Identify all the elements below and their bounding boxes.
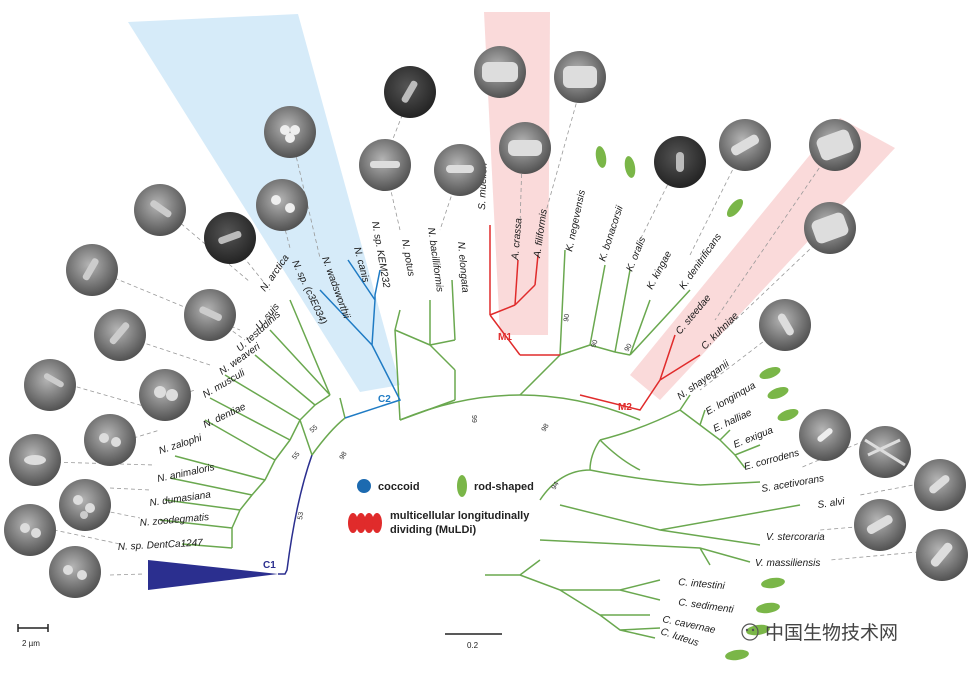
watermark: 中国生物技术网 [741,622,898,644]
svg-text:0.2: 0.2 [467,641,479,650]
micrograph-image [809,119,861,171]
clade-label-m2: M2 [618,402,632,413]
taxon-label: C. intestini [678,577,726,592]
taxon-label: A. crassa [510,217,525,261]
micrograph-image [759,299,811,351]
wechat-icon [741,623,759,641]
micrograph-image [854,499,906,551]
svg-text:90: 90 [563,313,571,322]
taxon-label: N. elongata [455,241,470,293]
micrographs [4,46,968,598]
taxon-label: N. bacilliformis [425,227,445,293]
taxon-label: S. acetivorans [761,473,825,495]
micrograph-image [84,414,136,466]
legend-rod: rod-shaped [474,481,534,493]
watermark-text: 中国生物技术网 [765,622,898,644]
svg-text:90: 90 [624,343,634,353]
taxon-label: N. sp. DentCa1247 [118,538,204,553]
micrograph-image [94,309,146,361]
micrograph-image [59,479,111,531]
taxon-label: K. kingae [645,249,674,291]
scale-bar-tree: 0.2 [445,633,502,650]
taxon-label: S. alvi [817,496,846,511]
c2-subtree: C2 [319,259,402,419]
micrograph-image [204,212,256,264]
micrograph-image [384,66,436,118]
micrograph-image [139,369,191,421]
svg-text:55: 55 [309,424,320,434]
micrograph-image [66,244,118,296]
micrograph-image [359,139,411,191]
coccoid-swatch [357,479,371,493]
svg-text:53: 53 [297,511,305,520]
svg-text:2 µm: 2 µm [22,639,40,648]
svg-text:94: 94 [551,481,561,491]
muldi-swatch [348,513,382,533]
c1-collapsed-triangle [148,560,278,590]
taxon-label: K. bonacorsii [597,204,626,263]
taxon-label: N. dumasiana [149,489,212,509]
taxon-label: N. zoodegmatis [139,512,209,529]
clade-label-c1: C1 [263,560,276,571]
taxon-label: K. oralis [625,236,649,274]
legend: coccoid rod-shaped multicellular longitu… [348,475,534,536]
svg-text:98: 98 [339,451,349,461]
taxon-label: K. negevensis [564,189,588,253]
taxon-label: V. massiliensis [755,558,820,569]
taxon-label: N. zalophi [158,432,204,456]
svg-text:55: 55 [291,451,301,462]
micrograph-image [799,409,851,461]
micrograph-image [184,289,236,341]
m2-highlight [630,118,895,400]
legend-coccoid: coccoid [378,481,420,493]
micrograph-image [474,46,526,98]
svg-text:90: 90 [590,339,599,349]
c1-subtree: C1 [148,454,313,590]
bootstrap-values: 55 55 98 53 99 98 94 90 90 90 [291,313,634,520]
micrograph-image [134,184,186,236]
taxon-label: E. corrodens [743,448,801,473]
taxon-label: V. stercoraria [766,532,825,543]
micrograph-image [4,504,56,556]
rod-shape-markers [595,146,799,661]
micrograph-image [554,51,606,103]
svg-text:98: 98 [541,423,551,433]
micrograph-image [804,202,856,254]
legend-muldi-line2: dividing (MuLDi) [390,524,476,536]
legend-muldi-line1: multicellular longitudinally [390,510,530,522]
svg-text:99: 99 [470,415,477,423]
m2-subtree: M2 [579,334,701,413]
taxon-label: N. potus [399,239,416,278]
micrograph-image [9,434,61,486]
micrograph-image [264,106,316,158]
micrograph-image [719,119,771,171]
micrograph-image [256,179,308,231]
green-branches [159,249,801,639]
scale-bar-micrograph: 2 µm [17,624,49,648]
micrograph-image [859,426,911,478]
micrograph-image [499,122,551,174]
micrograph-image [434,144,486,196]
rod-swatch [457,475,467,497]
taxon-label: C. sedimenti [678,597,735,616]
clade-label-m1: M1 [498,332,512,343]
m1-subtree: M1 [489,225,560,356]
micrograph-image [49,546,101,598]
taxon-label: N. sp. KEM232 [369,221,392,290]
micrograph-image [916,529,968,581]
clade-label-c2: C2 [378,394,391,405]
micrograph-image [914,459,966,511]
micrograph-image [24,359,76,411]
micrograph-image [654,136,706,188]
